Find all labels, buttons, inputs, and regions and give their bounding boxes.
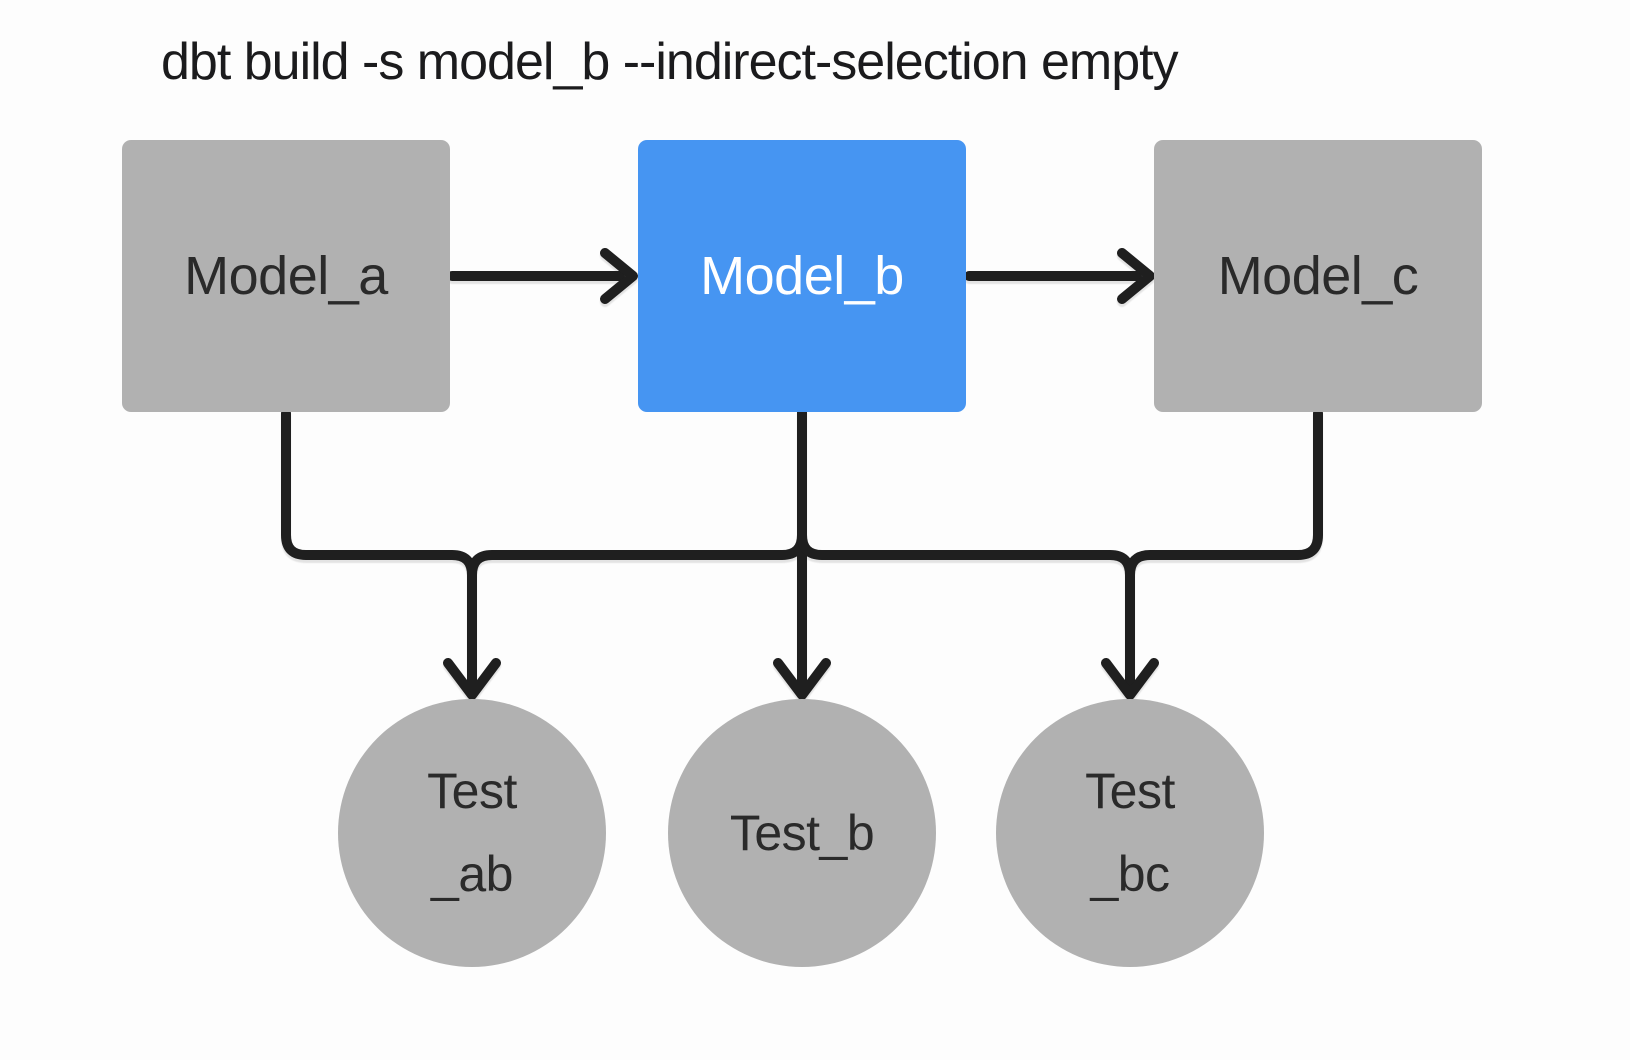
node-test-bc: Test _bc (996, 699, 1264, 967)
node-model-b-label: Model_b (700, 246, 904, 306)
node-test-b-label-line1: Test_b (729, 804, 875, 861)
arrowhead-into-test-ab (443, 658, 501, 700)
edge-model-c-to-test-bc (1125, 408, 1323, 693)
arrowhead-into-test-bc (1101, 658, 1159, 700)
node-model-a-label: Model_a (184, 246, 388, 306)
arrowhead-into-model-c (1117, 248, 1155, 304)
node-model-b: Model_b (638, 140, 966, 412)
diagram-title: dbt build -s model_b --indirect-selectio… (161, 33, 1179, 91)
node-test-bc-label-line2: _bc (1090, 846, 1170, 902)
node-model-c-label: Model_c (1217, 246, 1419, 306)
node-model-a: Model_a (122, 140, 450, 412)
node-test-b: Test_b (668, 699, 936, 967)
edge-model-b-to-test-bc (797, 407, 1135, 693)
node-test-ab-label-line1: Test (427, 763, 517, 819)
node-test-bc-label-line1: Test (1085, 763, 1175, 819)
node-model-c: Model_c (1154, 140, 1482, 412)
arrowhead-into-test-b (773, 658, 831, 700)
node-test-ab: Test _ab (338, 699, 606, 967)
node-test-ab-label-line2: _ab (431, 846, 513, 902)
edge-model-a-to-test-ab (281, 408, 477, 693)
edge-model-b-to-test-ab (467, 407, 807, 693)
arrowhead-into-model-b (600, 248, 638, 304)
